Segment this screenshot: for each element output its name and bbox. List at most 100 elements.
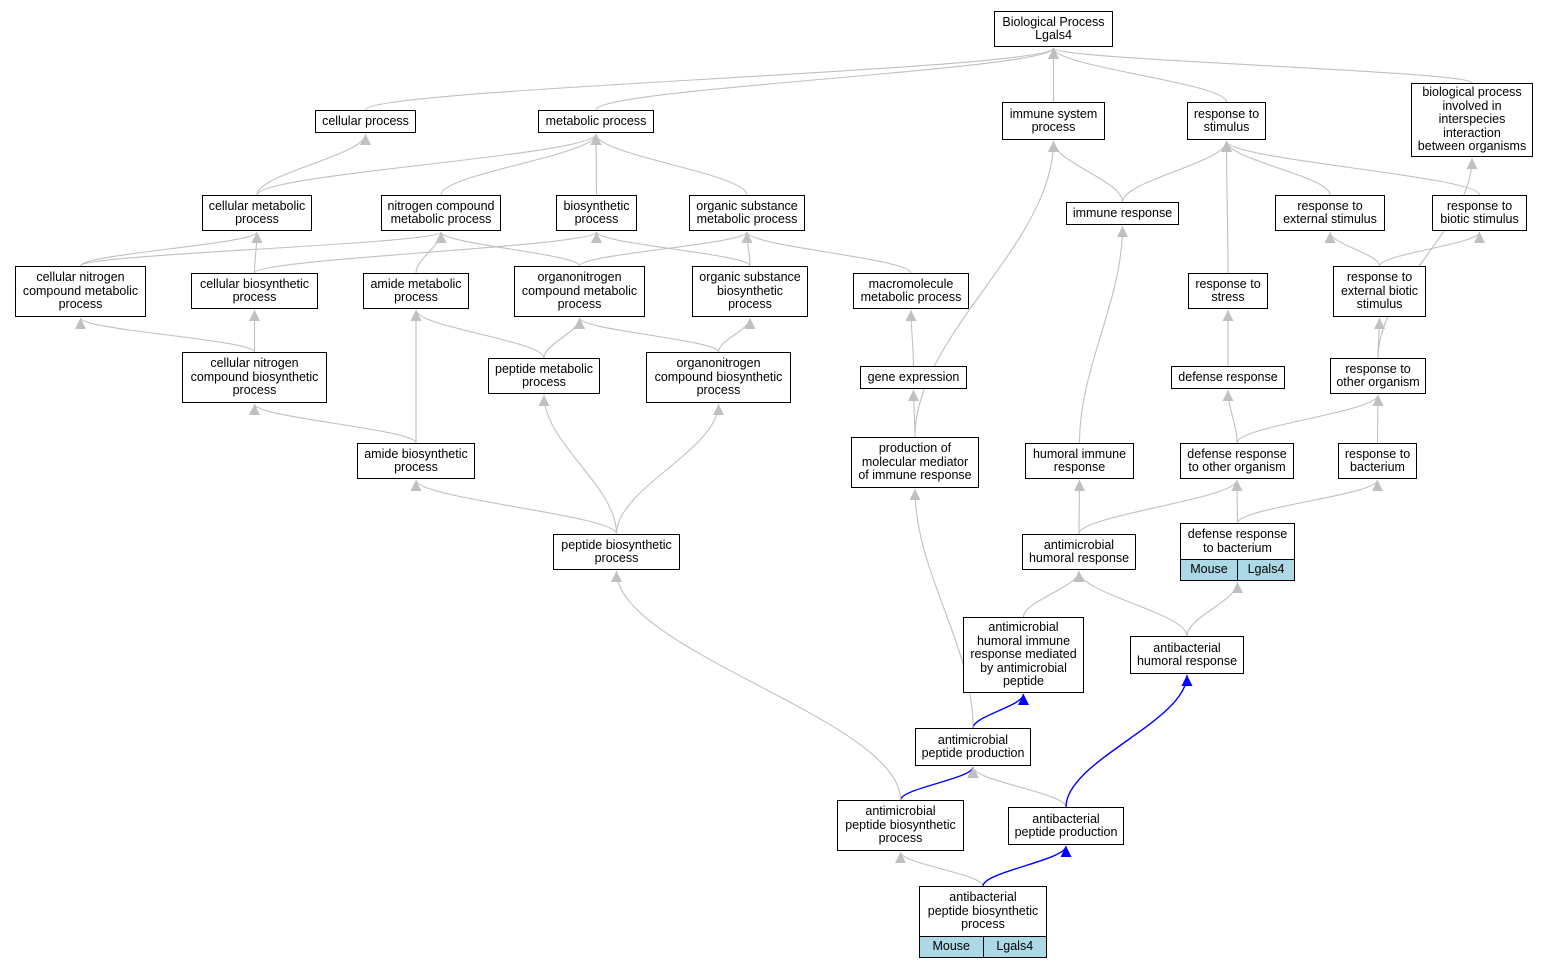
go-term-node-rts[interactable]: response to stimulus xyxy=(1187,102,1266,140)
is-a-edge-rtoo-to-bpii xyxy=(1377,157,1478,359)
is-a-edge-ahr-to-hir xyxy=(1073,479,1085,535)
is-a-edge-mmp-to-osmp xyxy=(741,231,912,274)
go-term-label: metabolic process xyxy=(545,113,647,128)
is-a-edge-osbp-to-osmp xyxy=(741,231,753,267)
go-term-node-cmp[interactable]: cellular metabolic process xyxy=(202,195,312,231)
go-term-label: peptide biosynthetic process xyxy=(561,537,672,565)
is-a-edge-oncmp-to-ncmp xyxy=(435,231,581,267)
go-term-node-ir[interactable]: immune response xyxy=(1066,202,1179,225)
go-term-node-cp[interactable]: cellular process xyxy=(315,110,416,133)
go-term-label: organic substance metabolic process xyxy=(696,198,798,226)
is-a-edge-ampp-to-ahirmap xyxy=(972,693,1029,729)
go-term-node-bsp[interactable]: biosynthetic process xyxy=(556,195,637,231)
go-term-node-rtbs[interactable]: response to biotic stimulus xyxy=(1432,195,1527,231)
go-term-node-ncmp[interactable]: nitrogen compound metabolic process xyxy=(381,195,501,231)
is-a-edge-pbp-to-oncbp xyxy=(615,403,724,535)
go-term-label: antimicrobial peptide production xyxy=(921,732,1025,760)
go-term-node-isp[interactable]: immune system process xyxy=(1002,102,1105,140)
annotation-row: Mouse Lgals4 xyxy=(920,936,1046,957)
is-a-edge-rtebs-to-rtes xyxy=(1324,231,1381,267)
is-a-edge-ahr-to-drtoo xyxy=(1078,479,1243,535)
go-term-node-drtoo[interactable]: defense response to other organism xyxy=(1180,443,1294,479)
go-term-node-cncbp[interactable]: cellular nitrogen compound biosynthetic … xyxy=(182,352,327,403)
is-a-edge-cncmp-to-cmp xyxy=(79,231,263,267)
is-a-edge-ahirmap-to-ahr xyxy=(1022,570,1085,618)
is-a-edge-bpii-to-bp xyxy=(1048,47,1473,84)
is-a-edge-cncmp-to-ncmp xyxy=(79,231,447,267)
is-a-edge-drtb-to-drtoo xyxy=(1231,479,1243,524)
go-term-label: macromolecule metabolic process xyxy=(860,276,962,304)
go-term-label: Biological Process Lgals4 xyxy=(1002,14,1105,42)
go-term-node-ahr[interactable]: antimicrobial humoral response xyxy=(1022,534,1136,570)
go-term-node-oncbp[interactable]: organonitrogen compound biosynthetic pro… xyxy=(646,352,791,403)
go-term-node-mp[interactable]: metabolic process xyxy=(538,110,654,133)
is-a-edge-pmp-to-amp xyxy=(410,309,545,359)
is-a-edge-drtoo-to-dr xyxy=(1222,389,1238,444)
is-a-edge-ir-to-rts xyxy=(1121,140,1232,203)
go-term-node-abp[interactable]: amide biosynthetic process xyxy=(357,443,475,479)
species-tag[interactable]: Mouse xyxy=(1190,562,1228,577)
is-a-edge-abpp-to-abhr xyxy=(1065,674,1193,808)
go-term-node-pbp[interactable]: peptide biosynthetic process xyxy=(553,534,680,570)
go-term-node-rtb[interactable]: response to bacterium xyxy=(1338,443,1417,479)
is-a-edge-abpp-to-ampp xyxy=(967,766,1067,808)
go-term-node-ampp[interactable]: antimicrobial peptide production xyxy=(915,728,1031,766)
go-term-node-bpii[interactable]: biological process involved in interspec… xyxy=(1411,83,1533,157)
go-term-label: biological process involved in interspec… xyxy=(1417,85,1527,154)
go-term-label: response to stimulus xyxy=(1193,106,1260,134)
go-term-node-dr[interactable]: defense response xyxy=(1171,366,1285,389)
go-term-label: gene expression xyxy=(867,369,960,384)
is-a-edge-cbp-to-cmp xyxy=(251,231,263,274)
gene-tag[interactable]: Lgals4 xyxy=(1237,560,1294,580)
go-term-node-ampbp[interactable]: antimicrobial peptide biosynthetic proce… xyxy=(837,800,964,851)
is-a-edge-pmmir-to-isp xyxy=(914,140,1059,438)
is-a-edge-drtb-to-rtb xyxy=(1236,479,1383,524)
go-term-label: amide biosynthetic process xyxy=(364,446,468,474)
is-a-edge-rtst-to-rts xyxy=(1221,140,1233,274)
go-term-node-osmp[interactable]: organic substance metabolic process xyxy=(689,195,805,231)
go-term-node-pmp[interactable]: peptide metabolic process xyxy=(488,358,600,394)
annotation-row: Mouse Lgals4 xyxy=(1181,559,1294,580)
go-term-node-amp[interactable]: amide metabolic process xyxy=(363,273,469,309)
go-term-node-oncmp[interactable]: organonitrogen compound metabolic proces… xyxy=(514,266,645,317)
go-term-node-ahirmap[interactable]: antimicrobial humoral immune response me… xyxy=(963,617,1084,693)
go-term-label: response to external stimulus xyxy=(1283,198,1377,226)
go-term-node-cbp[interactable]: cellular biosynthetic process xyxy=(191,273,318,309)
go-term-label: cellular metabolic process xyxy=(208,198,306,226)
go-term-node-abpbp[interactable]: antibacterial peptide biosynthetic proce… xyxy=(919,886,1047,958)
go-term-label: production of molecular mediator of immu… xyxy=(858,441,972,483)
go-term-node-hir[interactable]: humoral immune response xyxy=(1025,443,1134,479)
go-term-node-pmmir[interactable]: production of molecular mediator of immu… xyxy=(851,437,979,488)
go-term-label: cellular process xyxy=(322,113,409,128)
go-term-node-rtes[interactable]: response to external stimulus xyxy=(1275,195,1385,231)
go-term-node-osbp[interactable]: organic substance biosynthetic process xyxy=(692,266,808,317)
go-term-node-cncmp[interactable]: cellular nitrogen compound metabolic pro… xyxy=(15,266,146,317)
go-term-node-abhr[interactable]: antibacterial humoral response xyxy=(1130,636,1244,674)
is-a-edge-pbp-to-abp xyxy=(410,479,618,535)
is-a-edge-pmp-to-oncmp xyxy=(543,317,585,359)
go-term-node-rtst[interactable]: response to stress xyxy=(1188,273,1268,309)
is-a-edge-cmp-to-cp xyxy=(256,133,371,196)
go-term-node-ge[interactable]: gene expression xyxy=(860,366,967,389)
is-a-edge-rtebs-to-rtbs xyxy=(1378,231,1485,267)
go-term-node-rtoo[interactable]: response to other organism xyxy=(1330,358,1426,394)
go-term-node-rtebs[interactable]: response to external biotic stimulus xyxy=(1333,266,1426,317)
is-a-edge-cbp-to-bsp xyxy=(253,231,602,274)
is-a-edge-ir-to-isp xyxy=(1048,140,1124,203)
go-term-label: humoral immune response xyxy=(1032,446,1127,474)
go-term-node-mmp[interactable]: macromolecule metabolic process xyxy=(853,273,969,309)
species-tag[interactable]: Mouse xyxy=(932,939,971,954)
is-a-edge-abhr-to-ahr xyxy=(1073,570,1188,637)
go-term-node-abpp[interactable]: antibacterial peptide production xyxy=(1008,807,1124,845)
is-a-edge-rtbs-to-rts xyxy=(1221,140,1481,196)
go-term-label: response to biotic stimulus xyxy=(1440,198,1519,226)
go-term-label: peptide metabolic process xyxy=(495,361,593,389)
is-a-edge-oncbp-to-osbp xyxy=(717,317,756,353)
go-term-node-bp[interactable]: Biological Process Lgals4 xyxy=(994,11,1113,47)
is-a-edge-hir-to-ir xyxy=(1078,225,1128,444)
go-term-label: antibacterial peptide production xyxy=(1014,811,1118,839)
is-a-edge-rts-to-bp xyxy=(1048,47,1228,103)
is-a-edge-abpbp-to-ampbp xyxy=(895,851,984,887)
gene-tag[interactable]: Lgals4 xyxy=(982,937,1047,957)
